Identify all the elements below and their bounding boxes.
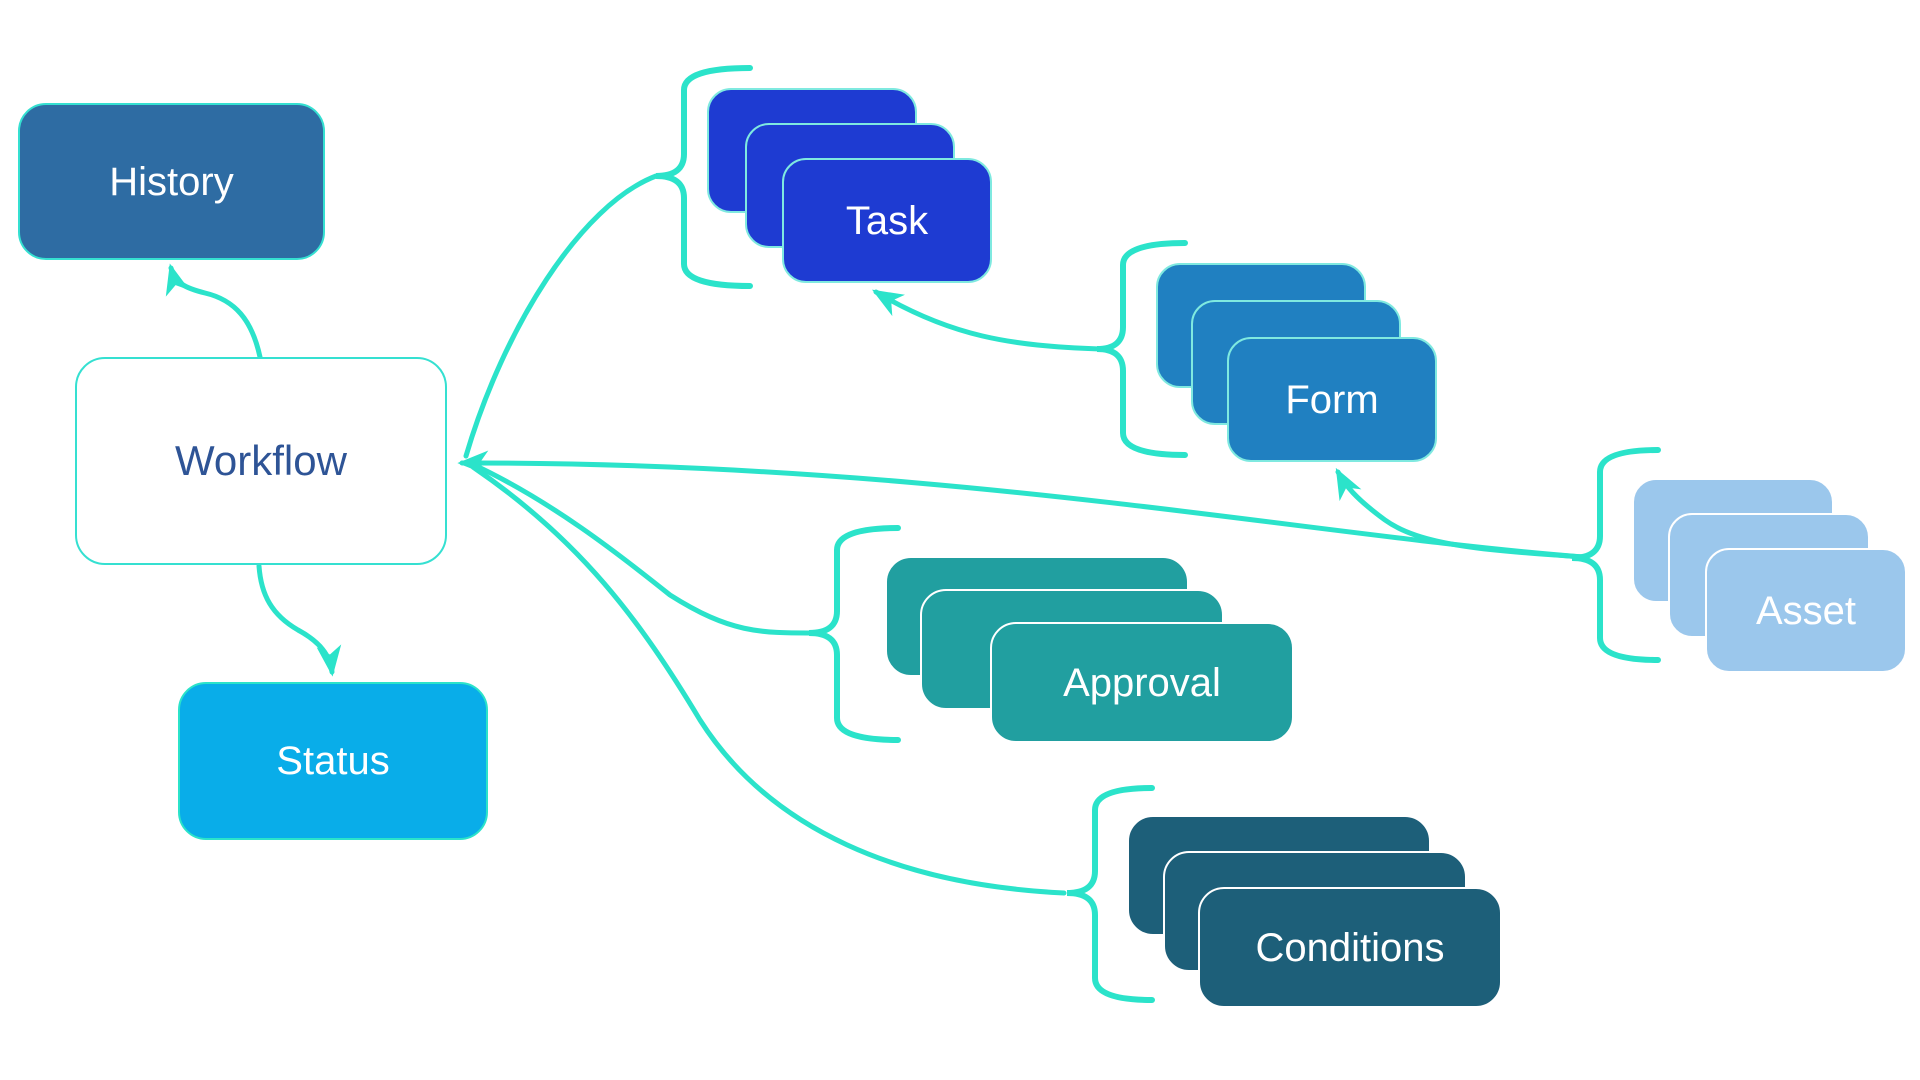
task-card-front: Task xyxy=(782,158,992,283)
asset-to-form-arrow xyxy=(1335,467,1586,560)
status-label: Status xyxy=(276,739,390,783)
status-box: Status xyxy=(178,682,488,840)
history-box: History xyxy=(18,103,325,260)
approval-card-front: Approval xyxy=(990,622,1294,743)
asset-card-front: Asset xyxy=(1705,548,1907,673)
form-to-task-arrow xyxy=(872,289,1103,352)
approval-to-workflow-line xyxy=(469,461,816,636)
workflow-to-history-arrow xyxy=(165,263,263,360)
task-label: Task xyxy=(845,198,929,243)
asset-to-workflow-arrow xyxy=(457,450,1586,560)
conditions-to-workflow-line xyxy=(470,464,1067,896)
form-label: Form xyxy=(1285,377,1379,422)
form-brace xyxy=(1096,240,1188,458)
approval-brace xyxy=(808,525,901,743)
asset-brace xyxy=(1571,447,1661,663)
approval-label: Approval xyxy=(1063,660,1221,705)
workflow-box: Workflow xyxy=(75,357,447,565)
workflow-label: Workflow xyxy=(175,436,347,484)
workflow-to-status-arrow xyxy=(256,563,342,677)
task-to-workflow-line xyxy=(463,173,659,459)
conditions-label: Conditions xyxy=(1255,925,1445,970)
form-card-front: Form xyxy=(1227,337,1437,462)
conditions-brace xyxy=(1066,785,1155,1003)
history-label: History xyxy=(109,159,234,204)
asset-label: Asset xyxy=(1755,588,1857,633)
conditions-card-front: Conditions xyxy=(1198,887,1502,1008)
task-brace xyxy=(655,65,753,289)
